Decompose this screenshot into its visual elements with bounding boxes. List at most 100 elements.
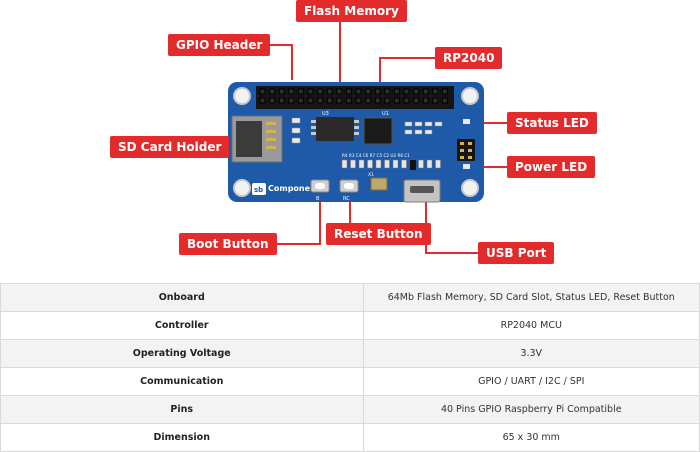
side-header-pins <box>460 142 472 159</box>
gpio-pin <box>393 88 400 95</box>
mounting-hole <box>461 87 479 105</box>
header-pin <box>468 149 472 152</box>
passive <box>426 159 433 169</box>
passive <box>404 129 413 135</box>
mounting-hole <box>461 179 479 197</box>
chip-pin <box>354 132 359 135</box>
gpio-pin <box>393 97 400 104</box>
callout-reset-button: Reset Button <box>326 223 431 245</box>
gpio-pin <box>278 88 285 95</box>
line-boot-button <box>262 190 321 245</box>
callout-status-led: Status LED <box>507 112 597 134</box>
gpio-pin <box>326 97 333 104</box>
gpio-pin <box>413 97 420 104</box>
passive <box>424 129 433 135</box>
status-led <box>463 119 470 124</box>
passive <box>424 121 433 127</box>
callout-usb-port: USB Port <box>478 242 555 264</box>
logo-mark-bg <box>252 183 266 195</box>
gpio-pin <box>432 97 439 104</box>
passive <box>350 159 356 169</box>
spec-label: Operating Voltage <box>0 339 364 368</box>
gpio-pin <box>307 88 314 95</box>
passive <box>375 159 382 169</box>
sd-contact <box>266 146 276 149</box>
passive <box>384 159 390 169</box>
callout-rp2040: RP2040 <box>435 47 503 69</box>
sd-contact <box>266 122 276 125</box>
sd-card-contacts <box>266 122 276 149</box>
gpio-pin <box>259 88 266 95</box>
chip-pin <box>311 126 316 129</box>
mounting-hole <box>233 179 251 197</box>
passive <box>435 159 441 169</box>
spec-value: RP2040 MCU <box>362 311 700 340</box>
passive <box>404 121 413 127</box>
gpio-pin <box>403 88 410 95</box>
spec-value: 65 x 30 mm <box>362 423 700 452</box>
header-pin <box>468 156 472 159</box>
boot-button-cap <box>315 183 325 189</box>
header-pin <box>460 149 464 152</box>
gpio-pin <box>355 97 362 104</box>
board-diagram: U3 U1 R4 R3 C4 C6 R7 C5 C2 U2 R6 C1 sb C… <box>110 0 597 264</box>
passive <box>358 159 365 169</box>
gpio-pin <box>297 88 304 95</box>
header-pin <box>468 142 472 145</box>
passive <box>414 129 423 135</box>
label-u1: U1 <box>382 111 389 117</box>
gpio-pin <box>384 97 391 104</box>
gpio-pin <box>422 97 429 104</box>
crystal <box>370 177 388 191</box>
spec-value: 64Mb Flash Memory, SD Card Slot, Status … <box>362 283 700 312</box>
callout-sd-card-holder: SD Card Holder <box>110 136 230 158</box>
spec-label: Communication <box>0 367 364 396</box>
header-pin <box>460 156 464 159</box>
gpio-pin <box>259 97 266 104</box>
label-b: B <box>316 196 320 202</box>
reset-button-cap <box>344 183 354 189</box>
callout-boot-button: Boot Button <box>179 233 277 255</box>
passive <box>401 159 407 169</box>
gpio-pin <box>441 97 448 104</box>
spec-label: Controller <box>0 311 364 340</box>
gpio-pin <box>432 88 439 95</box>
power-led <box>463 164 470 169</box>
label-r-row: R4 R3 C4 C6 R7 C5 C2 U2 R6 C1 <box>342 153 410 158</box>
chip-pin <box>354 126 359 129</box>
sd-contact <box>266 130 276 133</box>
gpio-pin <box>403 97 410 104</box>
gpio-pin <box>278 97 285 104</box>
passive-components <box>291 117 443 144</box>
callout-gpio-header: GPIO Header <box>168 34 271 56</box>
gpio-pin <box>288 88 295 95</box>
gpio-pin <box>441 88 448 95</box>
logo-text: Components <box>268 184 325 193</box>
mounting-hole <box>233 87 251 105</box>
gpio-pin <box>374 88 381 95</box>
gpio-pin <box>297 97 304 104</box>
rp2040-chip <box>363 117 393 145</box>
gpio-pin <box>317 88 324 95</box>
gpio-pin <box>374 97 381 104</box>
gpio-pin <box>384 88 391 95</box>
chip-pin <box>311 120 316 123</box>
gpio-pin <box>317 97 324 104</box>
sd-contact <box>266 138 276 141</box>
gpio-pin <box>365 97 372 104</box>
gpio-pin <box>269 88 276 95</box>
spec-label: Dimension <box>0 423 364 452</box>
gpio-pin <box>422 88 429 95</box>
gpio-pin <box>269 97 276 104</box>
header-pin <box>460 142 464 145</box>
gpio-pin <box>336 97 343 104</box>
callout-flash-memory: Flash Memory <box>296 0 407 22</box>
passive <box>392 159 399 169</box>
